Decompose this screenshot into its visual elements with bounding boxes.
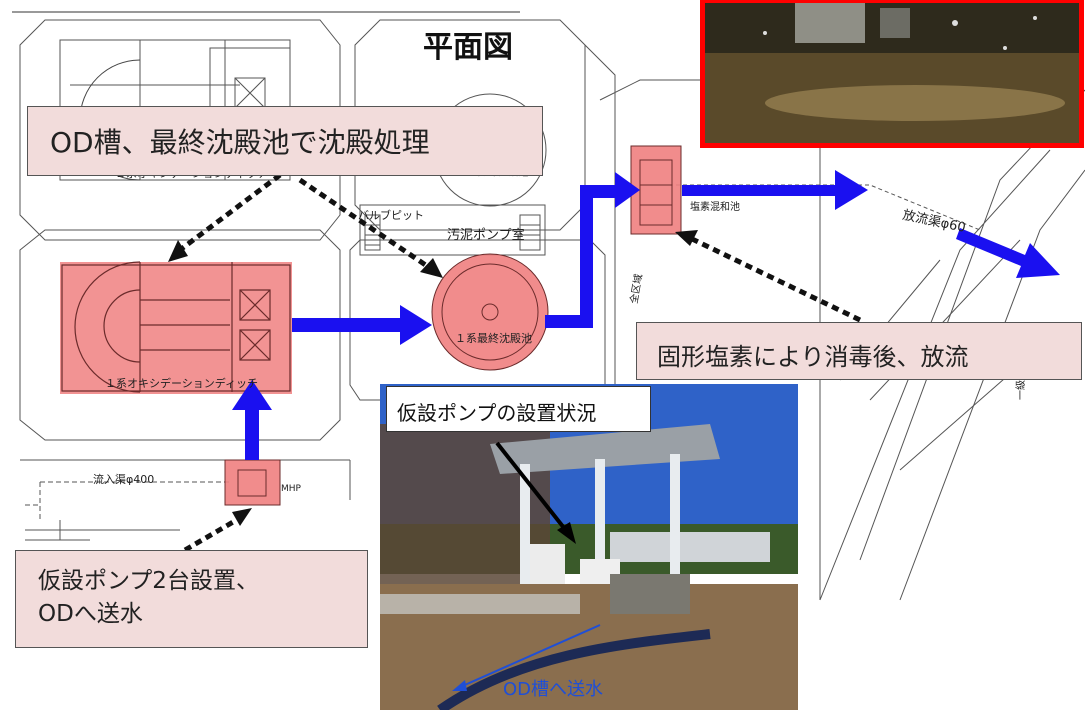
label-inflow: 流入渠φ400 — [93, 473, 155, 486]
pump-room-outline — [359, 204, 546, 256]
flow-arrow-ditch-to-clarifier — [292, 305, 432, 345]
dotted-arrow-to-ditch — [178, 173, 282, 252]
dotted-arrow-to-mhp — [183, 515, 242, 553]
drawing-border — [12, 11, 520, 13]
ditch-2-room — [209, 47, 291, 109]
flow-arrow-tank-to-outfall — [682, 170, 868, 210]
callout-pump-line-1: 仮設ポンプ2台設置、 — [38, 568, 259, 594]
stairs — [364, 214, 541, 251]
lower-left-pipes — [25, 520, 180, 541]
dotted-arrowhead-mhp — [232, 508, 252, 526]
ditch-1-boundary — [19, 229, 341, 441]
label-clarifier-1: １系最終沈殿池 — [455, 332, 532, 345]
photo-note: OD槽へ送水 — [503, 679, 604, 700]
ditch-1-structure — [61, 261, 291, 393]
flow-arrow-clarifier-to-tank — [545, 172, 640, 328]
callout-temporary-pumps: 仮設ポンプ2台設置、 ODへ送水 — [15, 550, 368, 648]
ditch-2-boundary — [19, 19, 341, 241]
dotted-arrowhead-tank — [675, 230, 698, 246]
dotted-arrowhead-ditch — [168, 240, 188, 262]
pump-photo-image — [380, 384, 798, 710]
label-sludge-pump-room: 汚泥ポンプ室 — [447, 228, 525, 243]
label-ditch-1: １系オキシデーションディッチ — [105, 377, 259, 390]
flow-arrow-mhp-to-ditch — [232, 380, 272, 460]
callout-pump-line-2: ODへ送水 — [38, 601, 143, 628]
lower-boundary — [20, 459, 351, 500]
dotted-arrowhead-clarifier — [420, 258, 443, 278]
flow-arrow-to-river — [956, 228, 1060, 278]
photo-caption: 仮設ポンプの設置状況 — [386, 386, 651, 432]
highlight-mhp — [224, 459, 281, 506]
label-mhp: MHP — [281, 484, 301, 494]
pump-installation-photo — [380, 384, 798, 710]
flood-photo-image — [705, 3, 1079, 143]
callout-chlorine-disinfection: 固形塩素により消毒後、放流 — [636, 322, 1082, 380]
label-chlorine-tank: 塩素混和池 — [690, 202, 740, 213]
callout-od-treatment: OD槽、最終沈殿池で沈殿処理 — [27, 106, 543, 176]
highlight-clarifier-1 — [431, 253, 549, 371]
dotted-arrow-to-tank — [688, 235, 862, 323]
highlight-ditch-1 — [60, 262, 292, 394]
dotted-arrow-to-clarifier — [298, 177, 432, 271]
flood-photo — [700, 0, 1084, 148]
label-valve-pit: バルブピット — [358, 209, 424, 222]
inflow-channel — [25, 481, 230, 520]
page-title: 平面図 — [423, 30, 513, 65]
